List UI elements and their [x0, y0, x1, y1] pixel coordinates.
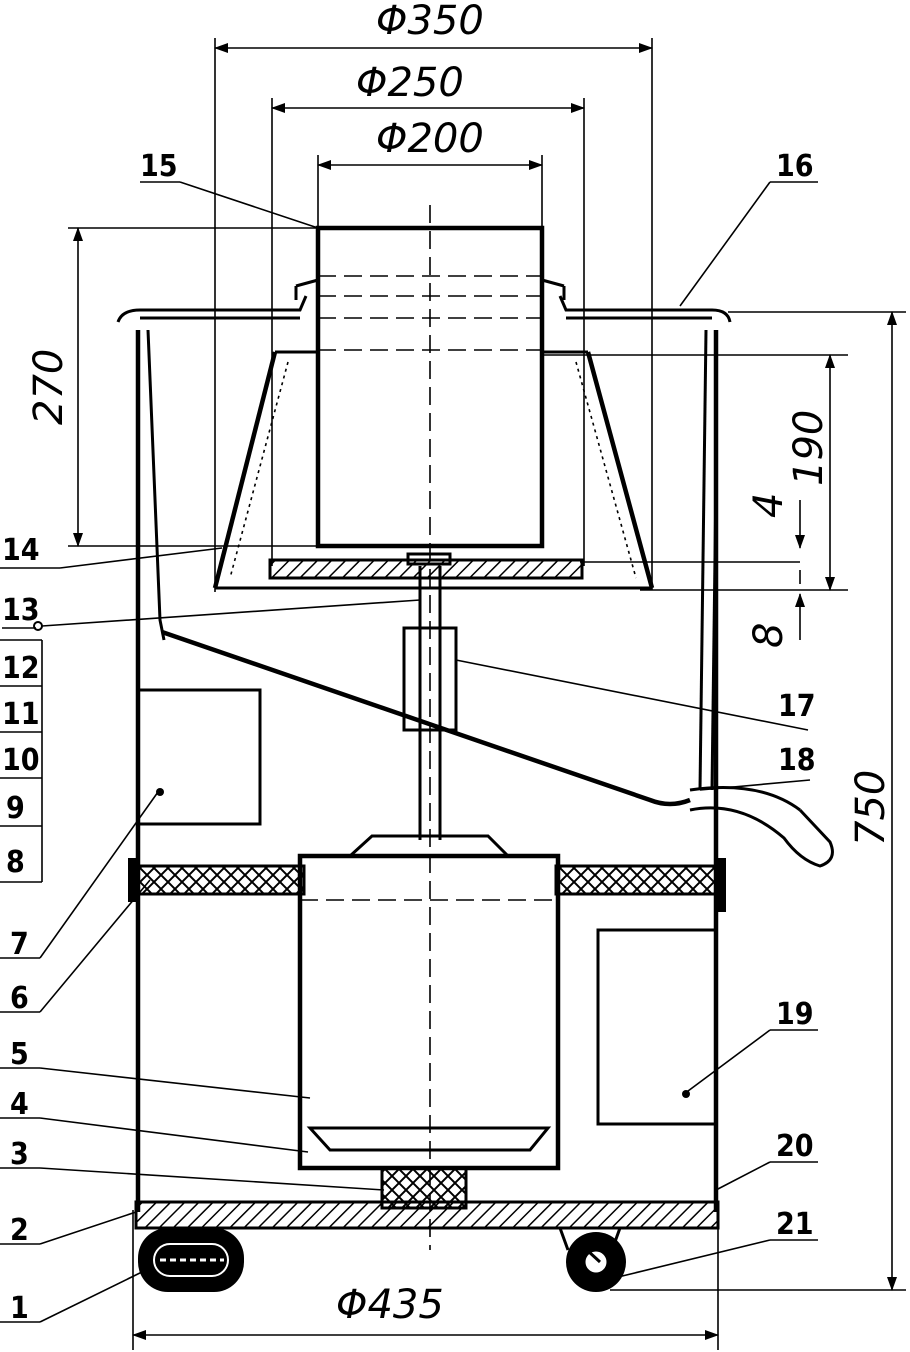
motor [297, 834, 561, 1171]
label-2: 2 [10, 1213, 29, 1248]
label-19: 19 [776, 997, 814, 1032]
part-numbers: 1 2 3 4 5 6 7 8 9 10 11 12 13 14 15 16 1… [2, 149, 816, 1326]
label-stack [0, 639, 43, 883]
dim-d350: Φ350 [376, 0, 484, 44]
wheel-left [138, 1228, 244, 1292]
compartment-7 [136, 688, 262, 826]
label-11: 11 [2, 697, 40, 732]
base-plate [134, 1200, 720, 1230]
dim-h270: 270 [26, 349, 72, 425]
disk-hub [406, 552, 452, 566]
housing [116, 295, 732, 1212]
label-17: 17 [778, 689, 816, 724]
chute [161, 629, 834, 868]
dim-h190: 190 [786, 410, 832, 486]
dim-d250: Φ250 [356, 60, 464, 106]
label-3: 3 [10, 1137, 29, 1172]
label-14: 14 [2, 533, 40, 568]
label-6: 6 [10, 981, 29, 1016]
dim-d435: Φ435 [336, 1282, 444, 1328]
wheel-right [558, 1227, 626, 1292]
shaft [402, 205, 458, 1250]
label-10: 10 [2, 743, 40, 778]
grater-disk [268, 558, 584, 580]
label-5: 5 [10, 1037, 29, 1072]
label-21: 21 [776, 1207, 814, 1242]
label-4: 4 [10, 1087, 29, 1122]
leader-lines [0, 181, 818, 1323]
label-15: 15 [140, 149, 178, 184]
dim-h4: 4 [746, 493, 792, 518]
cone [212, 350, 655, 590]
label-20: 20 [776, 1129, 814, 1164]
dimension-texts: Φ350 Φ250 Φ200 270 190 4 8 750 Φ435 [26, 0, 894, 1328]
label-18: 18 [778, 743, 816, 778]
label-8: 8 [6, 845, 25, 880]
label-7: 7 [10, 927, 29, 962]
label-13: 13 [2, 593, 40, 628]
compartment-19 [596, 928, 718, 1126]
dim-d200: Φ200 [376, 116, 484, 162]
label-16: 16 [776, 149, 814, 184]
label-1: 1 [10, 1291, 29, 1326]
dim-h750: 750 [848, 770, 894, 846]
partition [128, 858, 726, 912]
dim-h8: 8 [746, 623, 792, 648]
dimension-lines [68, 38, 906, 1350]
label-12: 12 [2, 651, 40, 686]
label-9: 9 [6, 791, 25, 826]
